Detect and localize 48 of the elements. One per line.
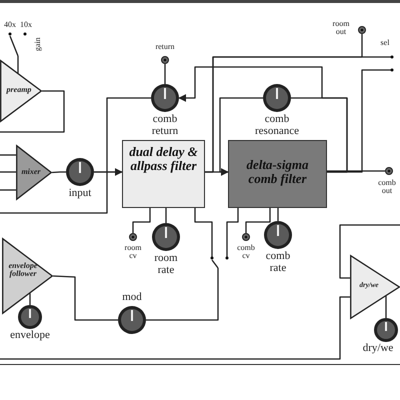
knob-label: room rate: [153, 253, 179, 276]
jack-label: comb cv: [236, 244, 256, 261]
knob-label: comb resonance: [254, 114, 300, 138]
connector-line: [0, 189, 16, 191]
jack-label: comb out: [377, 179, 397, 196]
knob-label: mod: [121, 292, 143, 304]
connector-line: [291, 97, 348, 173]
arrow: [106, 97, 151, 176]
connector-line: [327, 69, 392, 173]
switch-label: gain: [34, 36, 42, 54]
connector-line: [146, 268, 219, 321]
amplifier-label: mixer: [20, 168, 42, 176]
connector-line: [165, 208, 167, 223]
switch-label: 40x: [3, 21, 17, 30]
connector-line: [52, 171, 66, 174]
amplifier-label: preamp: [5, 86, 32, 94]
connector-line: [0, 90, 65, 133]
connector-line: [0, 296, 350, 360]
knob-label: comb return: [150, 114, 180, 138]
jack-label: room out: [332, 20, 350, 37]
jack-label: room cv: [124, 244, 142, 261]
connector-line: [327, 170, 385, 172]
knob-label: comb rate: [264, 251, 292, 274]
switch-label: 10x: [19, 21, 33, 30]
connector-line: [0, 154, 16, 156]
connector-line: [194, 208, 213, 258]
switch-label: sel: [380, 39, 390, 48]
connector-line: [0, 171, 108, 214]
jack-label: return: [154, 43, 176, 52]
connector-line: [29, 293, 31, 305]
arrow: [219, 97, 263, 176]
connector-line: [385, 296, 387, 318]
amplifier-label: envelope follower: [8, 262, 38, 279]
connector-line: [164, 64, 166, 84]
connector-line: [17, 56, 19, 74]
block-title: delta-sigma comb filter: [245, 158, 310, 186]
connector-line: [52, 275, 118, 321]
block-title: dual delay & allpass filter: [128, 145, 198, 172]
connector-line: [245, 208, 271, 233]
connector-line: [0, 171, 16, 173]
knob-label: input: [68, 188, 92, 200]
connector-line: [277, 208, 279, 221]
knob-label: envelope: [9, 330, 51, 342]
knob-label: dry/we: [362, 343, 394, 355]
connector-line: [205, 34, 363, 173]
connector-line: [226, 208, 239, 258]
connector-line: [132, 208, 151, 233]
connector-line: [339, 224, 400, 279]
